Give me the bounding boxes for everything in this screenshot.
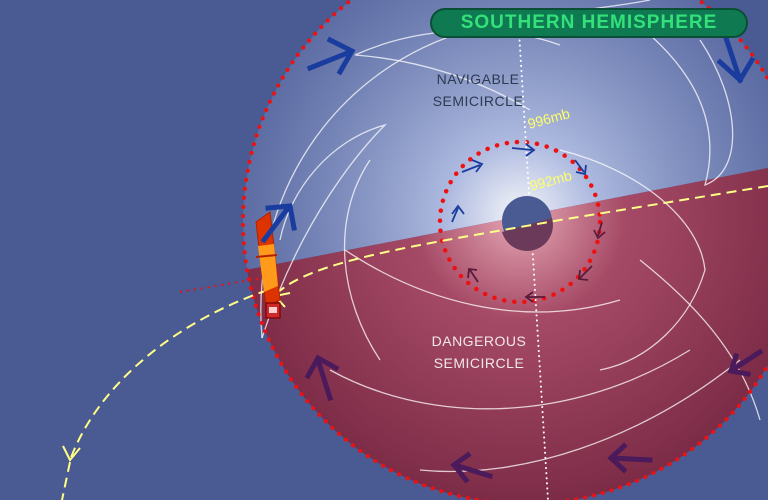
storm-track-past: [69, 289, 269, 461]
wind-arrow-icon: [450, 451, 494, 484]
storm-track-tail: [61, 461, 71, 500]
wind-arrows-navigable: [260, 34, 756, 244]
wind-arrow-icon: [578, 265, 593, 281]
wind-arrows-dangerous: [304, 348, 764, 484]
dangerous-label-line1: DANGEROUS: [431, 333, 527, 349]
dangerous-semicircle-label: DANGEROUS SEMICIRCLE: [404, 330, 554, 374]
navigable-semicircle-label: NAVIGABLE SEMICIRCLE: [408, 68, 548, 112]
wind-arrow-icon: [451, 204, 465, 223]
dangerous-label-line2: SEMICIRCLE: [433, 355, 525, 371]
wind-arrow-icon: [727, 348, 764, 377]
wind-arrow-icon: [524, 291, 545, 303]
ship-icon: [265, 302, 281, 319]
track-arrow-icon: [62, 445, 81, 462]
navigable-label-line1: NAVIGABLE: [436, 71, 520, 87]
wind-arrow-icon: [593, 221, 606, 240]
wind-arrow-icon: [306, 36, 356, 76]
hemisphere-badge: SOUTHERN HEMISPHERE: [430, 8, 748, 38]
wind-arrow-icon: [716, 34, 756, 84]
wind-arrows-inner-navigable: [451, 143, 587, 223]
wind-arrow-icon: [574, 159, 587, 176]
storm-eye-lower: [502, 218, 553, 251]
wind-arrow-icon: [607, 442, 653, 474]
wind-arrow-icon: [467, 267, 479, 283]
vessel-highlight: [255, 211, 281, 307]
storm-track: [274, 185, 768, 296]
hemisphere-label: SOUTHERN HEMISPHERE: [460, 12, 718, 33]
navigable-label-line2: SEMICIRCLE: [432, 93, 524, 109]
wind-arrows-inner-dangerous: [467, 221, 606, 303]
wind-arrow-icon: [304, 354, 340, 402]
wind-arrow-icon: [260, 203, 297, 244]
meridian-line: [517, 14, 549, 500]
wind-arrow-icon: [511, 143, 536, 157]
wind-arrow-icon: [461, 159, 484, 173]
isobar-996: [437, 139, 603, 305]
